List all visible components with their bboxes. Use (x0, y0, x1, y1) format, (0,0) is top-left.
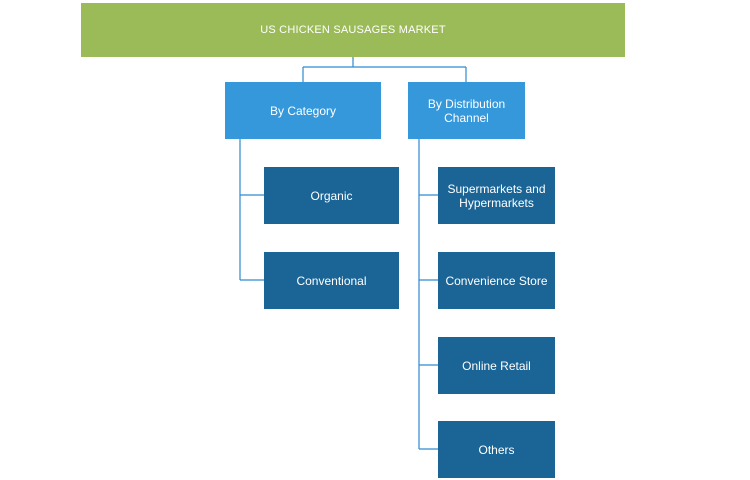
leaf-node-conventional: Conventional (264, 252, 399, 309)
leaf-node-supermarkets-and-hypermarkets: Supermarkets and Hypermarkets (438, 167, 555, 224)
category-node-by-distribution-channel: By Distribution Channel (408, 82, 525, 139)
leaf-node-label: Organic (310, 188, 353, 203)
leaf-node-others: Others (438, 421, 555, 478)
category-node-by-category: By Category (225, 82, 381, 139)
category-node-label: By Category (269, 103, 337, 118)
leaf-node-label: Online Retail (462, 358, 531, 373)
root-node: US CHICKEN SAUSAGES MARKET (81, 3, 625, 57)
leaf-node-convenience-store: Convenience Store (438, 252, 555, 309)
category-node-label: By Distribution Channel (427, 96, 506, 125)
leaf-node-label: Conventional (296, 273, 367, 288)
leaf-node-label: Supermarkets and Hypermarkets (447, 181, 546, 210)
leaf-node-label: Others (478, 442, 515, 457)
root-node-label: US CHICKEN SAUSAGES MARKET (260, 24, 446, 36)
leaf-node-online-retail: Online Retail (438, 337, 555, 394)
leaf-node-organic: Organic (264, 167, 399, 224)
leaf-node-label: Convenience Store (445, 273, 548, 288)
